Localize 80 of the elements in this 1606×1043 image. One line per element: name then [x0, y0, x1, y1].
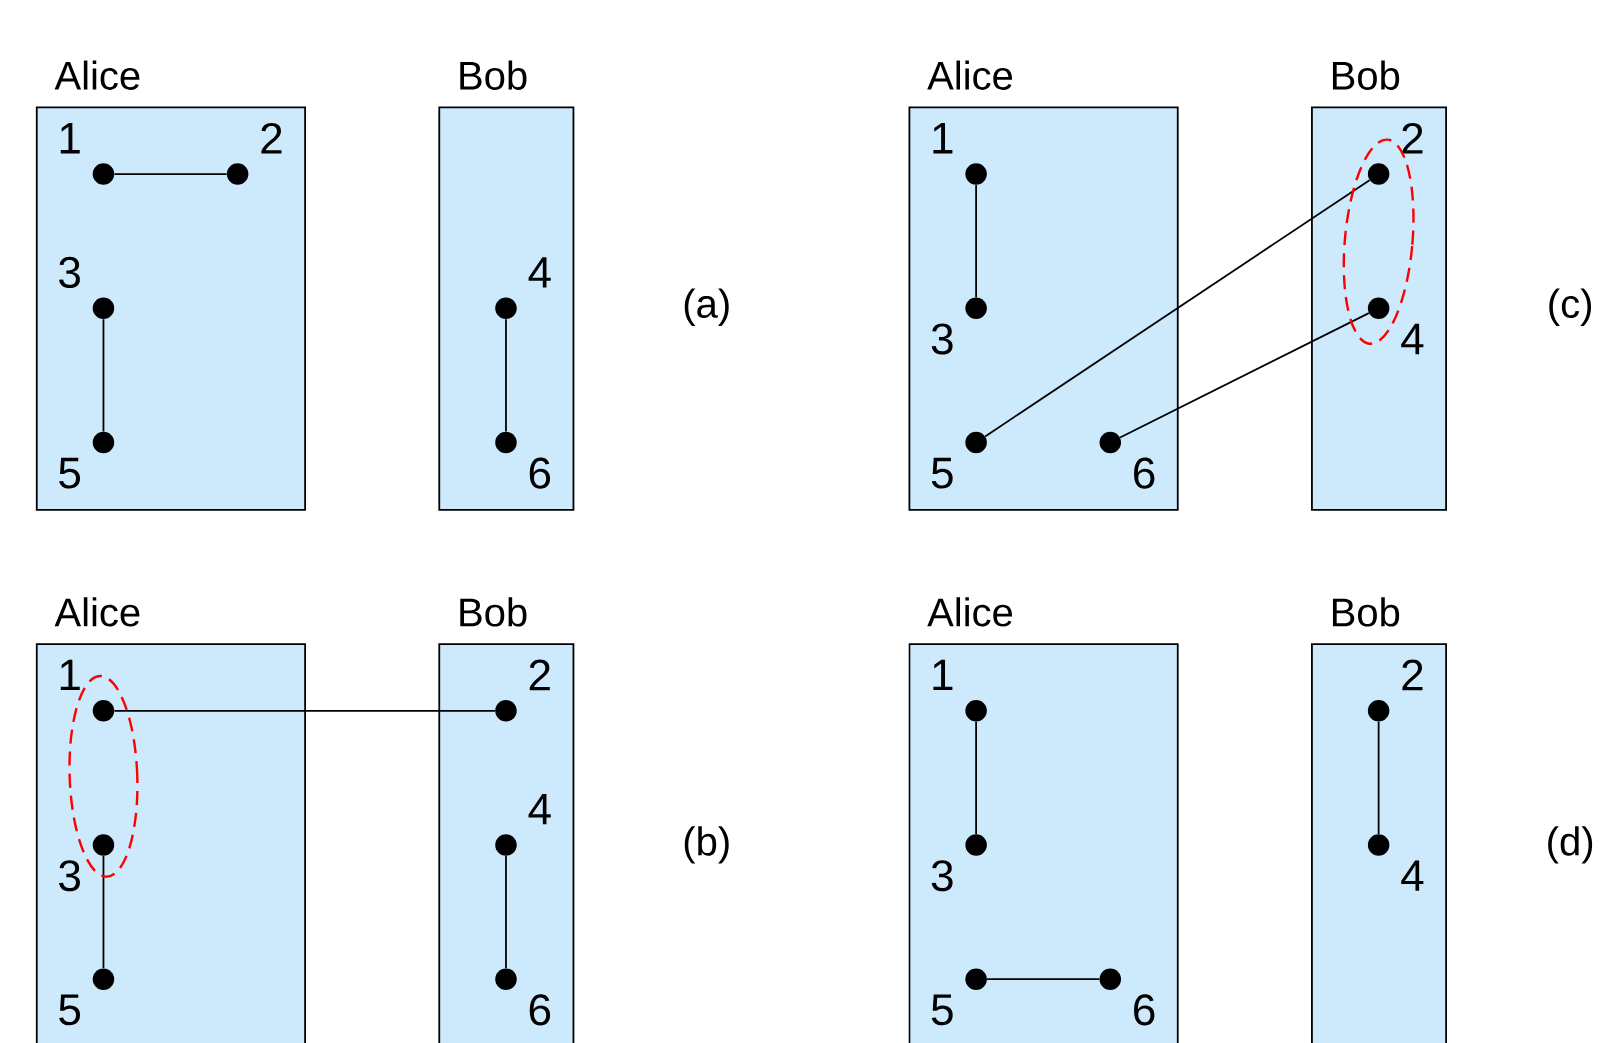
dot: [495, 968, 517, 990]
dot-number: 6: [529, 457, 551, 489]
dot: [92, 700, 115, 722]
dot: [1367, 834, 1390, 856]
dot-number: 1: [933, 659, 953, 691]
dot-number: 1: [60, 123, 80, 154]
dot-number: 2: [1402, 659, 1423, 691]
panel-label: (b): [684, 826, 729, 864]
dot-number: 6: [1134, 994, 1155, 1026]
dot-number: 2: [1402, 122, 1423, 154]
dot: [495, 431, 517, 454]
dot: [1367, 700, 1390, 722]
dot: [495, 297, 517, 320]
box-heading: Alice: [927, 597, 1013, 627]
dot: [965, 297, 987, 320]
connecting-line: [1119, 312, 1370, 439]
panel-box: [1311, 106, 1447, 511]
panel-box: [35, 643, 306, 1043]
dot-number: 5: [931, 994, 953, 1026]
dot-number: 5: [59, 457, 81, 489]
box-heading: Bob: [1332, 60, 1400, 90]
dot: [92, 163, 115, 185]
dot: [92, 968, 115, 990]
dot: [965, 968, 987, 990]
dot-number: 4: [1401, 323, 1424, 355]
dot-number: 5: [931, 457, 953, 489]
connecting-line: [102, 318, 105, 433]
box-heading: Bob: [1332, 597, 1400, 627]
dot-number: 3: [931, 860, 953, 892]
connecting-line: [113, 709, 496, 712]
dot-number: 5: [59, 994, 81, 1026]
dot: [92, 297, 115, 320]
panel-box: [438, 106, 575, 511]
dot-number: 2: [261, 122, 282, 154]
dot: [1099, 431, 1122, 454]
dot-number: 3: [931, 323, 953, 355]
dot: [965, 834, 987, 856]
dot: [965, 700, 987, 722]
dot-number: 6: [1134, 457, 1155, 489]
panel-box: [908, 643, 1179, 1043]
dot-number: 6: [529, 994, 551, 1026]
dot-number: 3: [59, 860, 80, 892]
dot: [92, 431, 115, 454]
box-heading: Alice: [54, 60, 140, 90]
connecting-line: [505, 855, 507, 970]
box-heading: Alice: [54, 597, 140, 627]
dot-number: 4: [1401, 860, 1424, 891]
dot: [495, 834, 517, 856]
connecting-line: [1377, 720, 1380, 835]
dot: [1367, 297, 1390, 320]
connecting-line: [986, 978, 1101, 981]
panel-label: (a): [684, 288, 729, 326]
box-heading: Alice: [927, 60, 1013, 90]
connecting-line: [102, 855, 105, 970]
connecting-line: [984, 179, 1371, 438]
panel-box: [908, 106, 1179, 511]
panel-box: [1311, 643, 1447, 1043]
dot: [495, 700, 517, 722]
panel-label: (d): [1548, 826, 1593, 864]
dot: [92, 834, 115, 856]
dot: [226, 163, 249, 185]
connecting-line: [975, 720, 977, 835]
box-heading: Bob: [460, 597, 527, 627]
dot-number: 2: [529, 659, 550, 691]
dot: [965, 431, 987, 454]
dot: [1099, 968, 1122, 990]
panel-box: [438, 643, 575, 1043]
dot: [1367, 163, 1390, 185]
dot-number: 4: [528, 794, 551, 825]
dot-number: 4: [528, 257, 551, 288]
dot: [965, 163, 987, 185]
dot-number: 1: [60, 659, 80, 691]
connecting-line: [113, 173, 228, 175]
panel-box: [35, 106, 306, 511]
box-heading: Bob: [460, 60, 527, 90]
dot-number: 1: [933, 123, 953, 154]
connecting-line: [505, 318, 507, 433]
connecting-line: [975, 184, 977, 299]
panel-label: (c): [1549, 288, 1591, 326]
dot-number: 3: [59, 256, 80, 288]
